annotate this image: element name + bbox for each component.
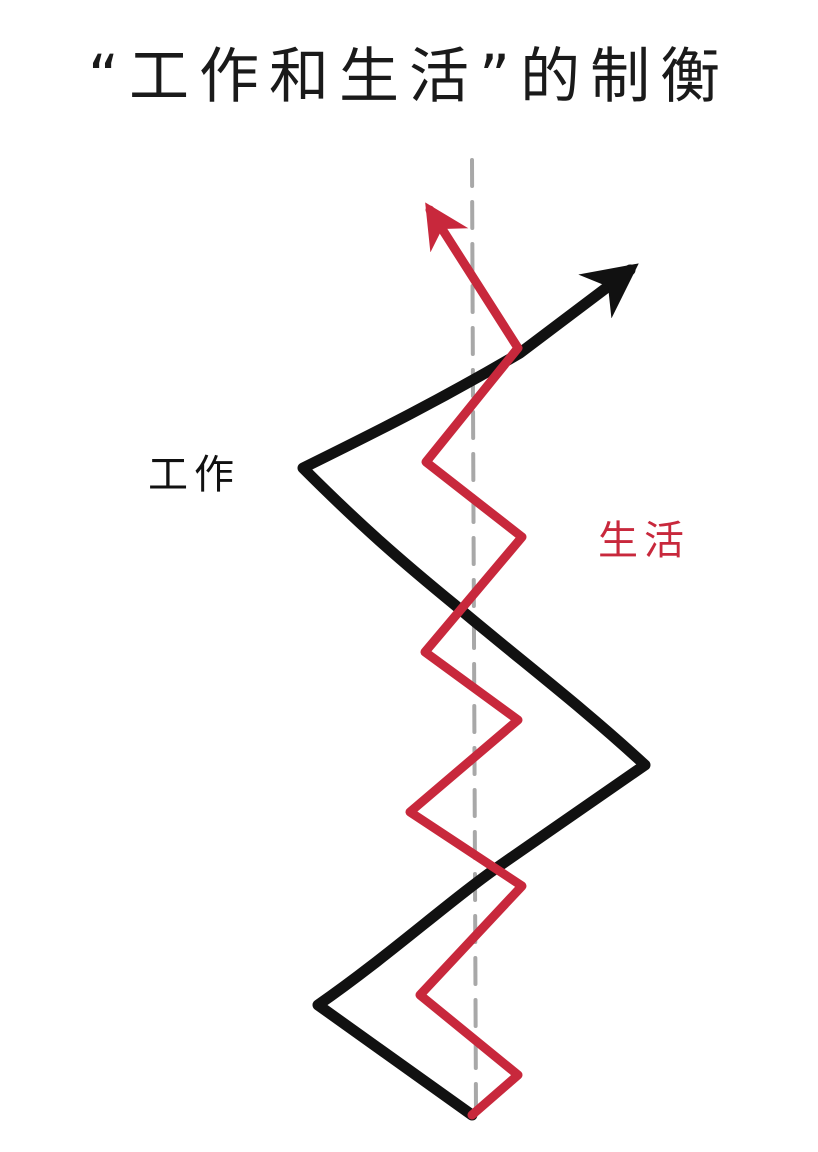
life-label: 生活: [598, 518, 690, 564]
life-line: [405, 202, 527, 1120]
work-label: 工作: [148, 452, 240, 498]
page-title: “工作和生活”的制衡: [87, 42, 731, 112]
center-axis: [470, 158, 478, 1117]
work-line: [297, 263, 651, 1121]
